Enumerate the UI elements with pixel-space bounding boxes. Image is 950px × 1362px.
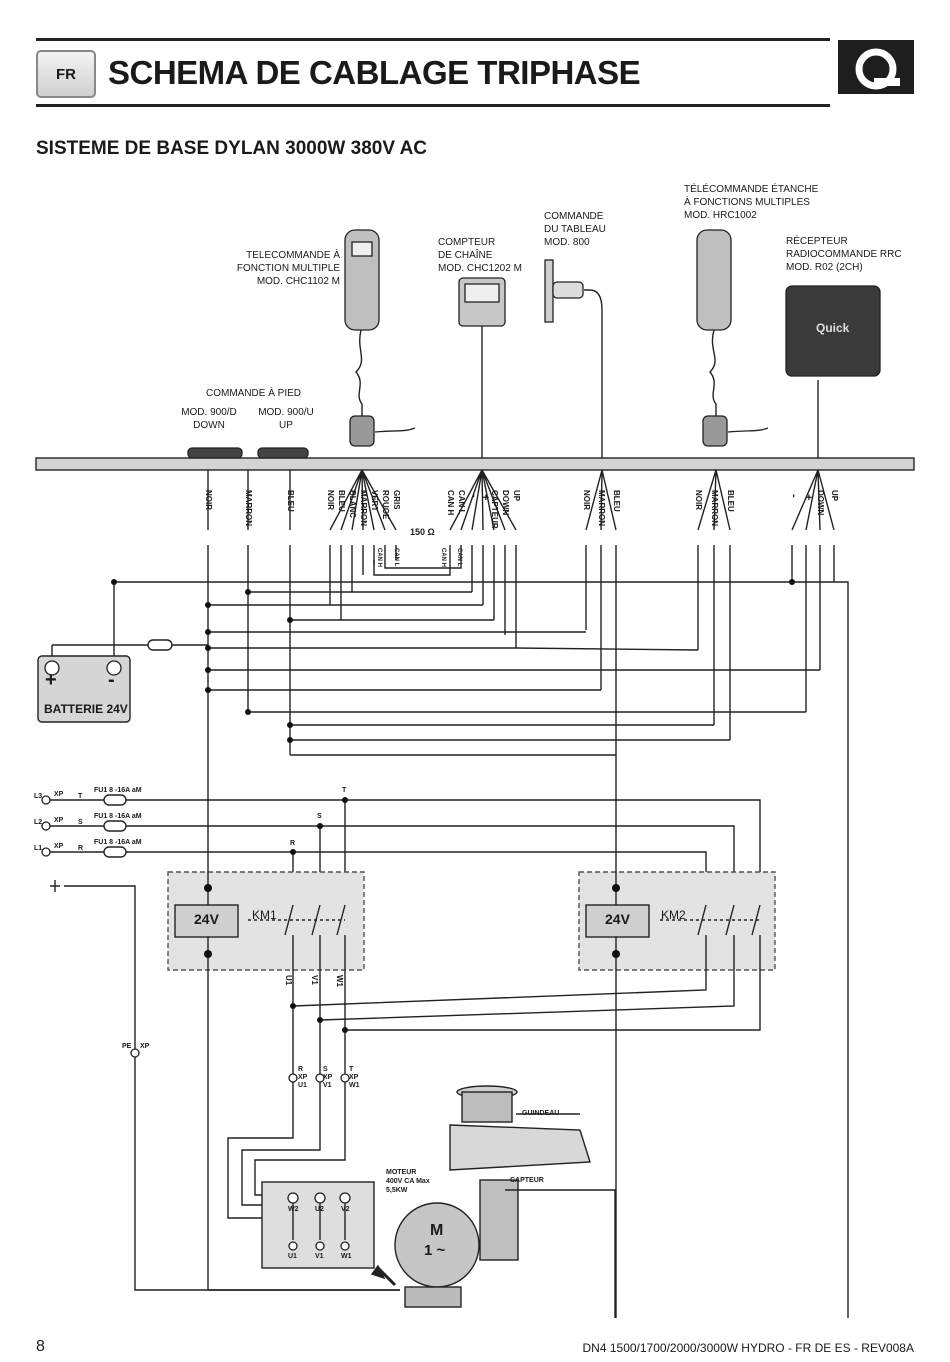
motor-phase: 1 ~ <box>424 1242 446 1259</box>
wire-label: BLEU <box>286 490 295 512</box>
wire-label: MARRON <box>244 490 253 526</box>
bus-s: S <box>317 813 322 820</box>
wire-label: CAN H <box>446 490 455 516</box>
phase-t: T <box>78 793 83 800</box>
km1-out-v1: V1 <box>310 975 319 985</box>
can-label: CAN H <box>440 548 446 567</box>
can-label: CAN L <box>456 548 462 567</box>
phase-s: S <box>78 819 83 826</box>
wire-label: NOIR <box>694 490 703 510</box>
wire-label: DOWN <box>501 490 510 516</box>
fuse-label: FU1 8 -16A aM <box>94 813 142 820</box>
wire-label: MARRON <box>710 490 719 526</box>
wire-label: BLEU <box>337 490 346 512</box>
phase-l3: L3 <box>34 793 43 800</box>
wire-label: + <box>802 494 814 501</box>
wire-label: BLEU <box>726 490 735 512</box>
motor-term-v1: V1 <box>315 1253 324 1260</box>
battery-minus: - <box>108 669 115 691</box>
can-label: CAN L <box>393 548 399 567</box>
motor-term-v2: V2 <box>341 1206 350 1213</box>
header-bottom-rule <box>36 104 830 107</box>
pe-label: PE <box>122 1043 132 1050</box>
page-number: 8 <box>36 1338 45 1355</box>
wire-label: UP <box>512 490 521 502</box>
sensor-label: CAPTEUR <box>510 1177 544 1184</box>
bus-r: R <box>290 840 296 847</box>
phase-r: R <box>78 845 84 852</box>
wire-label: NOIR <box>326 490 335 510</box>
wire-label: BLANC <box>348 490 357 518</box>
wire-label: CAN L <box>457 490 466 515</box>
windlass-label: GUINDEAU <box>522 1110 560 1117</box>
wire-label: GRIS <box>392 490 401 510</box>
phase-xp: XP <box>54 791 64 798</box>
wire-label: - <box>788 494 800 498</box>
motor-term-u1: U1 <box>288 1253 297 1260</box>
wire-label: ROUGE <box>381 490 390 520</box>
km1-out-u1: U1 <box>284 975 293 986</box>
wire-label: MARRON <box>597 490 606 526</box>
pedal-title: COMMANDE À PIED <box>206 388 302 399</box>
resistor-label: 150 Ω <box>410 527 435 537</box>
battery-label: BATTERIE 24V <box>44 702 128 716</box>
header-top-rule <box>36 38 830 41</box>
bus-t: T <box>342 787 347 794</box>
quick-logo-icon <box>838 40 914 94</box>
motor-term-w2: W2 <box>288 1206 299 1213</box>
page-title: SCHEMA DE CABLAGE TRIPHASE <box>108 54 641 91</box>
wire-label: BLEU <box>612 490 621 512</box>
document-reference: DN4 1500/1700/2000/3000W HYDRO - FR DE E… <box>582 1341 915 1355</box>
system-subtitle: SISTEME DE BASE DYLAN 3000W 380V AC <box>36 138 428 159</box>
wire-label: VERT <box>370 490 379 512</box>
wire-label: + <box>479 494 491 501</box>
wire-label: - <box>468 494 480 498</box>
km2-name: KM2 <box>661 908 686 922</box>
km1-coil: 24V <box>194 911 219 927</box>
wire-label: DOWN <box>816 490 825 516</box>
receiver-brand: Quick <box>816 321 850 335</box>
phase-xp: XP <box>54 817 64 824</box>
phase-l2: L2 <box>34 819 43 826</box>
battery-plus: + <box>45 669 57 691</box>
motor-term-u2: U2 <box>315 1206 324 1213</box>
km2-coil: 24V <box>605 911 630 927</box>
wire-label: CAPTEUR <box>490 490 499 529</box>
language-badge: FR <box>36 50 96 98</box>
motor-term-w1: W1 <box>341 1253 352 1260</box>
pe-xp-label: XP <box>140 1043 150 1050</box>
motor-symbol: M <box>430 1222 444 1239</box>
fuse-label: FU1 8 -16A aM <box>94 787 142 794</box>
wire-label: NOIR <box>582 490 591 510</box>
km1-out-w1: W1 <box>335 975 344 987</box>
fuse-label: FU1 8 -16A aM <box>94 839 142 846</box>
phase-xp: XP <box>54 843 64 850</box>
wire-label: NOIR <box>204 490 213 510</box>
km1-name: KM1 <box>252 908 277 922</box>
can-label: CAN H <box>376 548 382 567</box>
wire-label: UP <box>830 490 839 502</box>
phase-l1: L1 <box>34 845 43 852</box>
wire-label: MARRON <box>359 490 368 526</box>
